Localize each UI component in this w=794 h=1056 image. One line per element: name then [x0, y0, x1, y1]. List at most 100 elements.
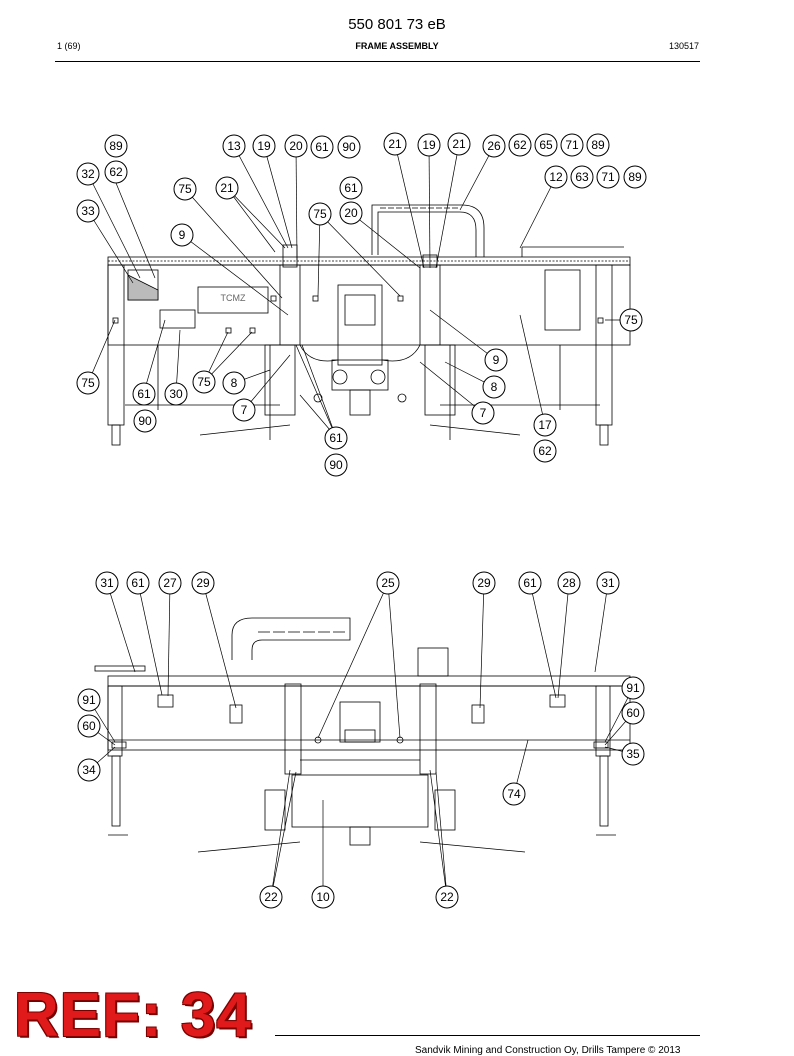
callout-balloon: 29 — [472, 571, 496, 595]
callout-balloon: 75 — [192, 370, 216, 394]
callout-balloon: 62 — [104, 160, 128, 184]
callout-balloon: 90 — [337, 135, 361, 159]
callout-number: 91 — [626, 681, 640, 695]
callout-number: 61 — [329, 431, 343, 445]
callout-number: 21 — [388, 137, 402, 151]
rear-left-leg — [111, 755, 121, 827]
callout-balloon: 61 — [310, 135, 334, 159]
callout-balloon: 74 — [502, 782, 526, 806]
callout-number: 75 — [81, 376, 95, 390]
callout-number: 32 — [81, 167, 95, 181]
frame-body — [107, 264, 631, 346]
callout-number: 89 — [628, 170, 642, 184]
callout-number: 20 — [344, 206, 358, 220]
callout-balloon: 60 — [621, 701, 645, 725]
callout-number: 63 — [575, 170, 589, 184]
date-code: 130517 — [668, 41, 699, 51]
callout-balloon: 71 — [560, 133, 584, 157]
callout-number: 61 — [344, 181, 358, 195]
callout-balloon: 29 — [191, 571, 215, 595]
document-number: 550 801 73 eB — [348, 16, 446, 33]
callout-balloon: 30 — [164, 382, 188, 406]
callout-balloon: 25 — [376, 571, 400, 595]
callout-balloon: 34 — [77, 758, 101, 782]
footer-copyright: Sandvik Mining and Construction Oy, Dril… — [415, 1045, 681, 1056]
callout-balloon: 65 — [534, 133, 558, 157]
callout-number: 27 — [163, 576, 177, 590]
callout-number: 61 — [523, 576, 537, 590]
callout-number: 22 — [264, 890, 278, 904]
callout-balloon: 75 — [308, 202, 332, 226]
callout-number: 12 — [549, 170, 563, 184]
rear-frame-body — [107, 685, 631, 751]
rear-lower-frame — [291, 774, 429, 828]
callout-number: 20 — [289, 139, 303, 153]
callout-number: 62 — [513, 138, 527, 152]
callout-number: 21 — [220, 181, 234, 195]
callout-number: 19 — [422, 138, 436, 152]
callout-balloon: 8 — [482, 375, 506, 399]
callout-number: 60 — [82, 719, 96, 733]
callout-number: 10 — [316, 890, 330, 904]
callout-balloon: 61 — [132, 382, 156, 406]
callout-number: 71 — [565, 138, 579, 152]
rear-center-unit — [339, 701, 381, 743]
callout-balloon: 61 — [518, 571, 542, 595]
callout-balloon: 9 — [170, 223, 194, 247]
page-indicator: 1 (69) — [57, 41, 81, 51]
callout-number: 30 — [169, 387, 183, 401]
callout-number: 33 — [81, 204, 95, 218]
callouts-bottom: 31 61 27 29 25 29 61 28 31 91 60 34 91 60 35 74 22 10 22 — [77, 571, 645, 909]
callout-balloon: 12 — [544, 165, 568, 189]
callout-number: 61 — [131, 576, 145, 590]
callout-number: 74 — [507, 787, 521, 801]
callout-number: 29 — [477, 576, 491, 590]
callout-number: 91 — [82, 693, 96, 707]
callout-balloon: 61 — [324, 426, 348, 450]
header-rule — [55, 61, 700, 62]
name-plate-label: TCMZ — [221, 293, 246, 303]
callout-balloon: 63 — [570, 165, 594, 189]
callout-number: 9 — [493, 353, 500, 367]
callout-balloon: 28 — [557, 571, 581, 595]
callout-number: 90 — [329, 458, 343, 472]
callout-number: 31 — [601, 576, 615, 590]
reference-stamp: REF: 34 — [14, 981, 252, 1050]
callout-number: 34 — [82, 763, 96, 777]
callout-balloon: 26 — [482, 134, 506, 158]
callout-balloon: 91 — [621, 676, 645, 700]
callout-balloon: 19 — [252, 134, 276, 158]
callout-number: 21 — [452, 137, 466, 151]
callout-number: 8 — [231, 376, 238, 390]
left-bracket — [159, 309, 196, 329]
callout-balloon: 89 — [623, 165, 647, 189]
callout-balloon: 17 — [533, 413, 557, 437]
callout-number: 22 — [440, 890, 454, 904]
callout-balloon: 90 — [324, 453, 348, 477]
callout-balloon: 22 — [259, 885, 283, 909]
callout-balloon: 35 — [621, 742, 645, 766]
rear-cable-chain — [231, 617, 351, 660]
callout-balloon: 13 — [222, 134, 246, 158]
callout-number: 90 — [138, 414, 152, 428]
callout-balloon: 7 — [471, 401, 495, 425]
callout-number: 90 — [342, 140, 356, 154]
callout-balloon: 7 — [232, 398, 256, 422]
callout-balloon: 9 — [484, 348, 508, 372]
callout-balloon: 71 — [596, 165, 620, 189]
callout-number: 75 — [624, 313, 638, 327]
callout-number: 75 — [197, 375, 211, 389]
callout-balloon: 31 — [596, 571, 620, 595]
bottom-view-drawing — [94, 617, 631, 853]
callout-balloon: 61 — [339, 176, 363, 200]
callout-number: 29 — [196, 576, 210, 590]
callout-balloon: 8 — [222, 371, 246, 395]
callout-balloon: 22 — [435, 885, 459, 909]
callout-number: 19 — [257, 139, 271, 153]
callout-number: 61 — [137, 387, 151, 401]
callout-balloon: 19 — [417, 133, 441, 157]
callout-balloon: 31 — [95, 571, 119, 595]
callout-number: 31 — [100, 576, 114, 590]
